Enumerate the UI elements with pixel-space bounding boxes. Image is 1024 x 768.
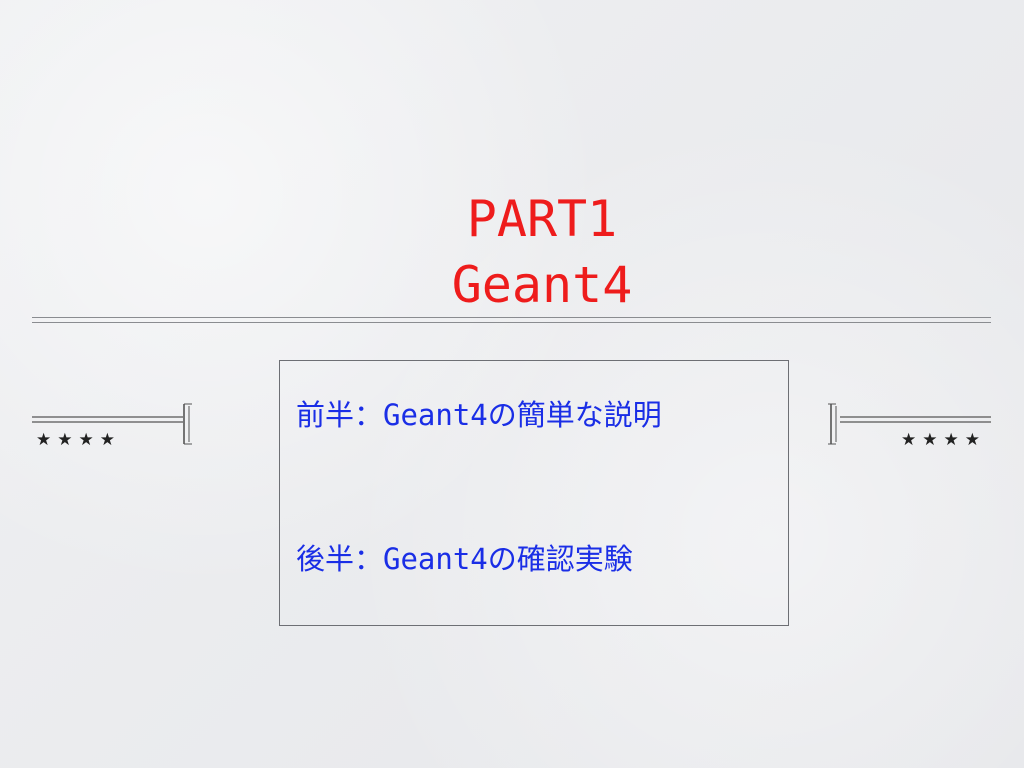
left-stars-icon: ★★★★ <box>36 430 121 450</box>
slide-title-part: PART1 <box>466 190 618 248</box>
agenda-item-second-half: 後半：Geant4の確認実験 <box>296 542 633 576</box>
left-bracket-icon <box>32 403 192 445</box>
title-divider-upper <box>32 317 991 318</box>
right-stars-icon: ★★★★ <box>901 430 986 450</box>
slide-title-geant4: Geant4 <box>451 256 633 314</box>
agenda-box: 前半：Geant4の簡単な説明 後半：Geant4の確認実験 <box>279 360 789 626</box>
title-divider-lower <box>32 322 991 323</box>
left-ornament: ★★★★ <box>32 400 197 460</box>
right-ornament: ★★★★ <box>828 400 993 460</box>
right-bracket-icon <box>828 403 991 445</box>
agenda-item-first-half: 前半：Geant4の簡単な説明 <box>296 398 662 432</box>
